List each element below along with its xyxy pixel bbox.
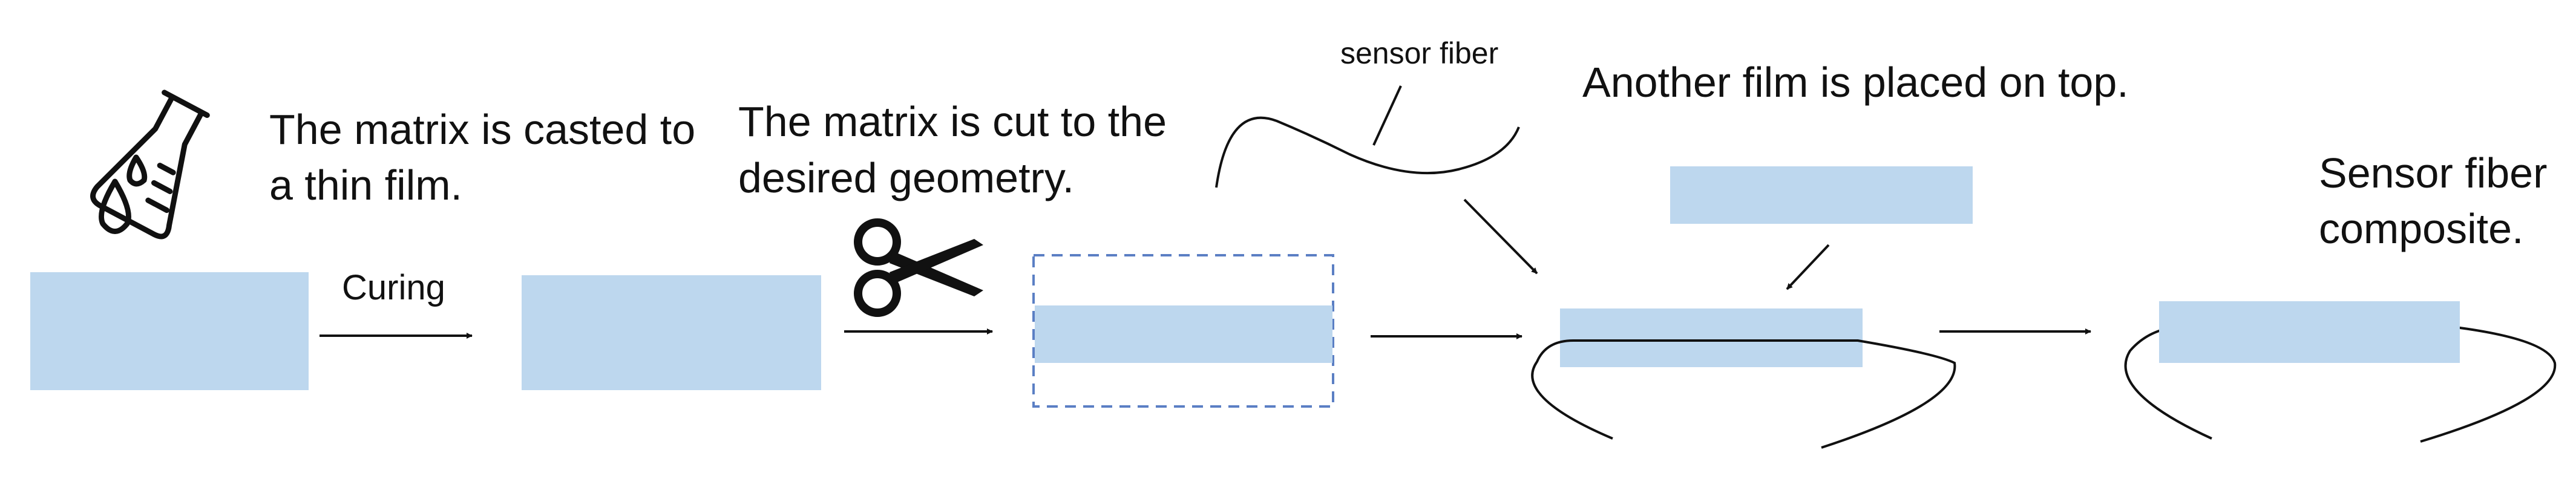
embedded-fiber-4 xyxy=(2124,325,2557,443)
base-film-with-fiber xyxy=(1560,308,1863,367)
curing-label: Curing xyxy=(342,268,445,307)
cut-caption-line2: desired geometry. xyxy=(738,154,1074,201)
sensor-fiber xyxy=(1215,116,1520,188)
cut-caption-line1: The matrix is cut to the xyxy=(738,98,1167,145)
composite-caption-line1: Sensor fiber xyxy=(2319,149,2547,197)
cast-film xyxy=(30,272,309,390)
scissors-icon xyxy=(854,218,983,317)
sensor-fiber-label: sensor fiber xyxy=(1340,36,1498,70)
top-film-caption: Another film is placed on top. xyxy=(1582,59,2129,106)
lab-flask-icon xyxy=(90,90,210,240)
cut-film xyxy=(1035,305,1332,363)
cast-caption-line1: The matrix is casted to xyxy=(269,106,695,153)
cured-film xyxy=(522,275,821,390)
composite-film xyxy=(2159,301,2460,363)
composite-caption-line2: composite. xyxy=(2319,205,2523,252)
cut-outline xyxy=(1032,254,1334,408)
top-film xyxy=(1670,166,1973,224)
fiber-label-leader xyxy=(1372,85,1402,146)
cast-caption-line2: a thin film. xyxy=(269,162,462,209)
embedded-fiber-3 xyxy=(1531,339,1956,449)
fiber-placement-arrow xyxy=(1463,198,1538,275)
top-film-arrow xyxy=(1786,244,1830,290)
